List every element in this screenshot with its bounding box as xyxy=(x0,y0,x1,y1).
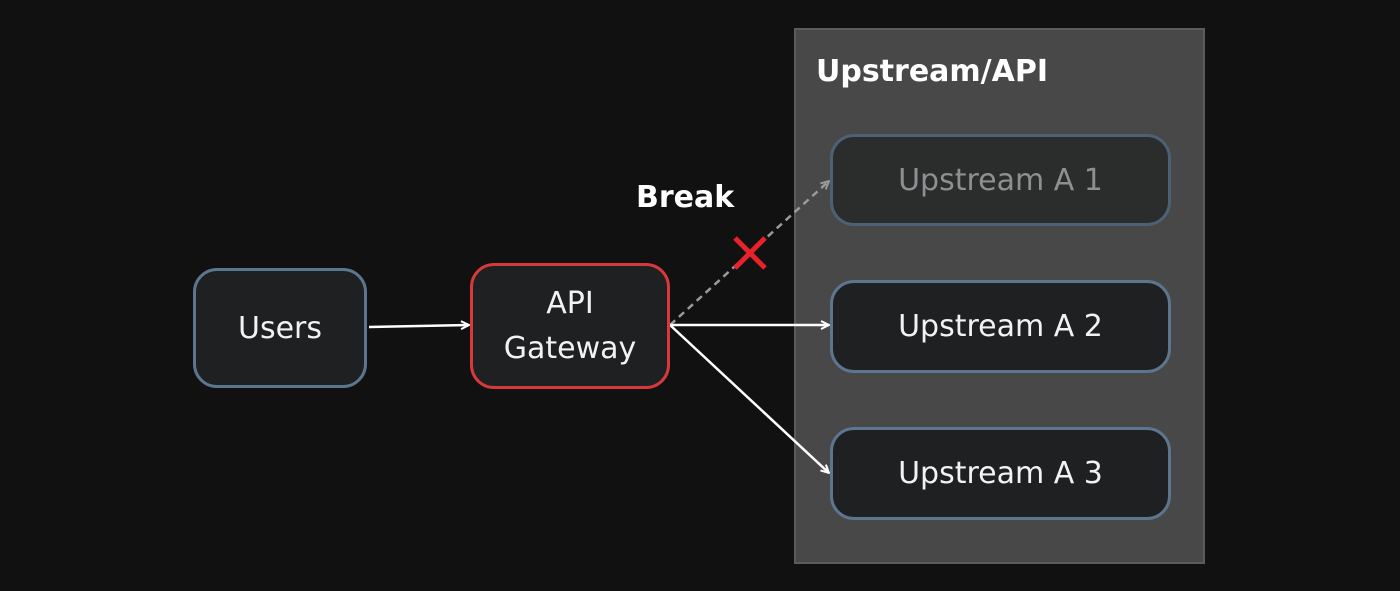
break-label: Break xyxy=(636,180,735,215)
node-api-gateway: API Gateway xyxy=(470,263,670,389)
node-api-gateway-line2: Gateway xyxy=(503,331,637,366)
group-title: Upstream/API xyxy=(816,54,1049,89)
node-upstream-a2: Upstream A 2 xyxy=(830,280,1171,373)
node-upstream-a1-label: Upstream A 1 xyxy=(898,162,1103,198)
node-api-gateway-line1: API xyxy=(546,286,594,321)
edge-gateway-upstream-a3 xyxy=(669,324,829,473)
node-users-label: Users xyxy=(237,310,322,346)
break-x-icon xyxy=(733,236,767,270)
edge-users-gateway xyxy=(368,325,469,327)
node-upstream-a3-label: Upstream A 3 xyxy=(898,456,1103,491)
node-users: Users xyxy=(193,268,367,388)
node-upstream-a3: Upstream A 3 xyxy=(830,427,1171,520)
node-upstream-a2-label: Upstream A 2 xyxy=(898,309,1103,344)
node-upstream-a1: Upstream A 1 xyxy=(830,134,1171,226)
